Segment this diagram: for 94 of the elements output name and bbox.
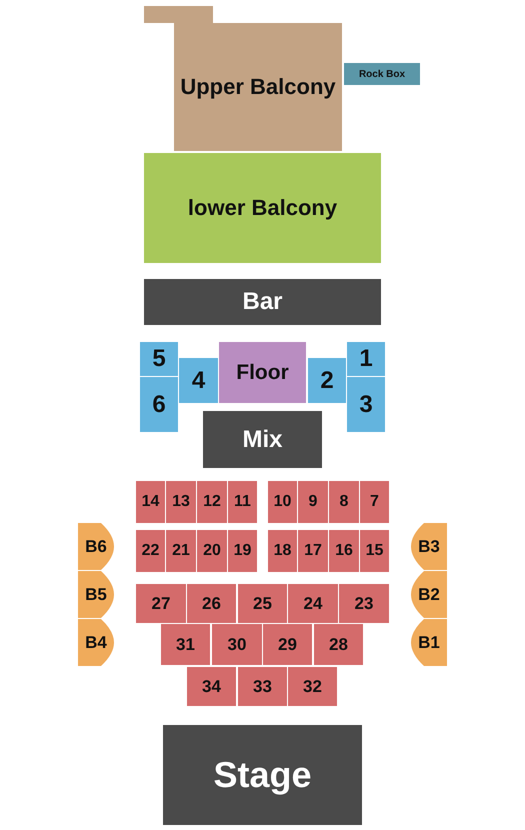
section-label: 7 [370,492,379,512]
seating-section [166,481,196,523]
section-label: 10 [274,492,292,512]
section-label: Mix [242,424,282,454]
balcony-section [144,153,381,263]
box-section [78,571,114,618]
section-label: 12 [203,492,221,512]
section-label: 18 [274,541,292,561]
section-label: Rock Box [358,68,406,82]
section-label: 2 [320,366,334,396]
section-label: 6 [152,390,166,420]
section-label: 33 [253,676,272,698]
section-label: 17 [304,541,322,561]
seating-section [360,481,389,523]
box-section [78,523,114,570]
seating-section [238,667,287,706]
seating-section [179,358,218,403]
floor-section [219,342,306,403]
box-section [78,619,114,666]
box-section [411,619,447,666]
seating-section [288,667,337,706]
seating-section [166,530,196,572]
section-label: B1 [418,632,440,654]
section-label: 16 [335,541,353,561]
section-label: 13 [172,492,190,512]
seating-section [238,584,287,623]
section-label: 24 [304,592,322,615]
section-label: Upper Balcony [180,73,336,101]
section-label: B6 [85,536,107,558]
section-label: B4 [85,632,107,654]
section-label: 32 [303,676,322,698]
seating-section [140,377,178,432]
area-block [203,411,322,468]
section-label: Stage [213,753,312,797]
seating-section [298,530,328,572]
section-label: 1 [359,344,373,374]
seating-section [314,624,363,665]
seating-section [161,624,210,665]
section-label: 8 [340,492,348,512]
section-label: 30 [228,634,246,656]
section-label: lower Balcony [188,194,338,222]
seating-section [228,481,257,523]
section-label: 31 [176,634,195,656]
seating-section [329,481,359,523]
section-label: 11 [234,492,251,512]
box-section [411,571,447,618]
section-label: B5 [85,584,107,606]
seating-section [339,584,389,623]
section-label: 21 [172,541,190,561]
seating-section [268,481,297,523]
seating-section [197,530,227,572]
section-label: 4 [192,366,206,396]
section-label: 27 [152,592,170,615]
section-label: B2 [418,584,440,606]
seating-section [136,530,165,572]
section-label: Floor [236,360,289,386]
section-label: B3 [418,536,440,558]
stage [163,725,362,825]
seating-section [268,530,297,572]
seating-section [298,481,328,523]
section-label: 25 [253,592,272,615]
seating-section [329,530,359,572]
seating-section [263,624,312,665]
seating-section [228,530,257,572]
seating-section [136,584,186,623]
seating-section [197,481,227,523]
section-label: 34 [202,676,221,698]
seating-section [187,584,236,623]
seating-section [136,481,165,523]
section-label: 26 [202,592,221,615]
seating-section [187,667,236,706]
section-label: 3 [359,390,373,420]
section-label: 29 [278,634,297,656]
section-label: 5 [152,344,166,374]
section-label: 9 [308,492,318,512]
section-label: 14 [142,492,160,512]
seating-section [140,342,178,376]
section-label: 28 [329,634,348,656]
seating-section [347,342,385,376]
section-label: Bar [242,287,283,317]
box-section [344,63,420,85]
seating-section [288,584,338,623]
section-label: 19 [234,541,252,561]
seating-section [347,377,385,432]
section-label: 22 [142,541,160,561]
section-label: 15 [366,541,384,561]
area-block [144,279,381,325]
section-label: 23 [354,592,374,615]
section-label: 20 [203,541,221,561]
seating-section [212,624,262,665]
seating-section [308,358,346,403]
box-section [411,523,447,570]
balcony-section [144,6,342,151]
seating-section [360,530,389,572]
